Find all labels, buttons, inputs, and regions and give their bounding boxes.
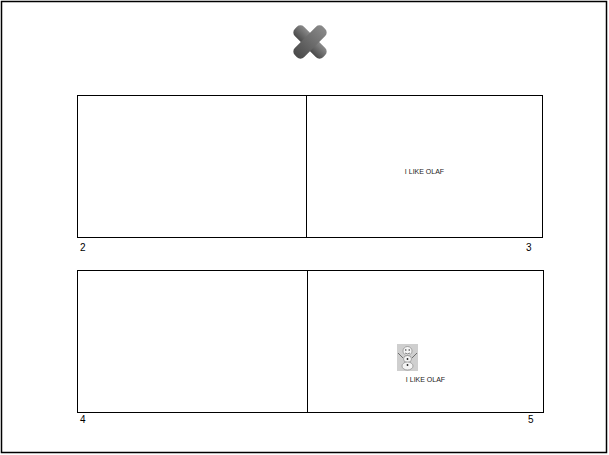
page-panel: I LIKE OLAF	[307, 270, 544, 413]
empty-page	[78, 96, 307, 238]
empty-page	[78, 271, 308, 413]
close-icon	[282, 14, 339, 71]
page-number: 3	[526, 243, 532, 253]
panel-text: I LIKE OLAF	[308, 376, 543, 383]
page-number: 4	[80, 415, 86, 425]
panel-text: I LIKE OLAF	[307, 168, 542, 175]
page-number: 5	[528, 415, 534, 425]
page-number: 2	[80, 243, 86, 253]
page-panel: I LIKE OLAF	[306, 95, 543, 238]
olaf-picture	[397, 344, 418, 371]
